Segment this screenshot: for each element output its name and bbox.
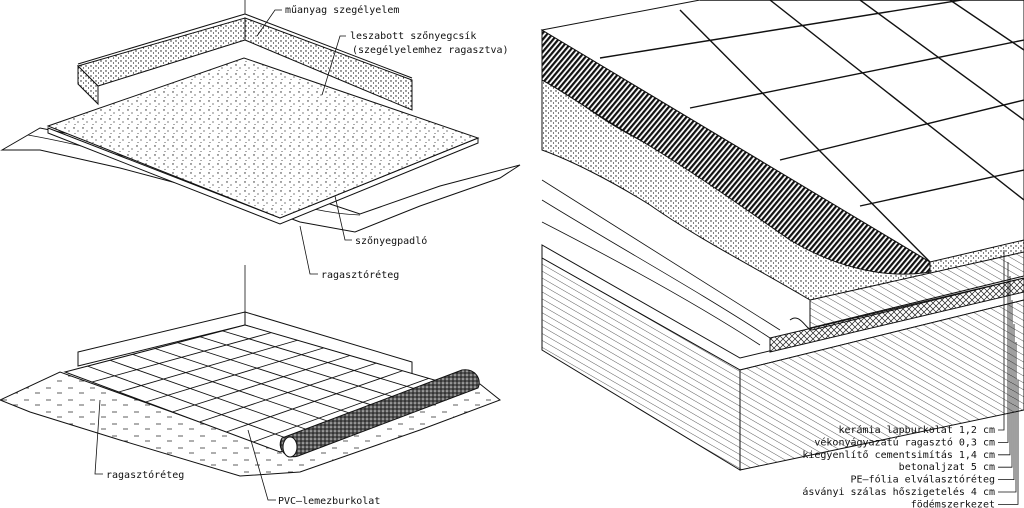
tile-joint [779,99,1024,161]
label-pvc: PVC–lemezburkolat [278,496,380,507]
pvc-grid-line [177,342,390,412]
pvc-grid-line [172,355,351,413]
tile-joint [949,0,1024,51]
layer-label: ásványi szálas hőszigetelés 4 cm [802,486,995,498]
layer-curve-1 [541,179,781,331]
label-plastic-border: műanyag szegélyelem [285,4,399,16]
pvc-tile-grid [87,330,434,445]
thin-adhesive [541,29,931,275]
label-carpet: szőnyegpadló [355,235,427,247]
ceramic-tile-grid [599,0,1024,263]
layer-label: kiegyenlítő cementsimítás 1,4 cm [802,449,995,461]
layer-curve-3 [541,221,761,346]
label-carpet-strip-note: (szegélyelemhez ragasztva) [352,44,509,56]
pvc-grid-line [199,362,377,423]
leader-strip [321,35,346,96]
layer-leader [998,262,1009,443]
layer-leader [998,300,1013,468]
layer-leader [998,342,1017,493]
pvc-roll-end [282,436,298,458]
layer-labels: kerámia lapburkolat 1,2 cmvékonyágyazatú… [802,424,995,508]
layer-label: vékonyágyazatú ragasztó 0,3 cm [814,436,995,448]
leader-adhesive-bottom [94,399,103,475]
tile-joint [679,9,931,263]
pe-foil [789,277,1024,331]
insulation-front [769,277,1024,353]
pvc-grid-line [252,377,429,443]
layer-leader [998,324,1015,481]
label-adhesive-bottom: ragasztóréteg [106,469,184,481]
tile-joint [859,169,1024,207]
layer-label: PE–fólia elválasztóréteg [851,474,996,486]
label-carpet-strip: leszabott szőnyegcsík [350,30,476,42]
tile-joint [769,0,1024,201]
pvc-grid-line [226,370,403,433]
layer-leader [998,380,1019,505]
leader-pvc [247,429,276,501]
slab-side [541,257,741,471]
layer-label: betonaljzat 5 cm [899,462,995,473]
layer-leader [998,250,1005,431]
plastic-border-side [244,17,413,111]
leader-border [256,9,282,37]
layer-curve-2 [541,199,771,339]
leader-adhesive [299,225,318,275]
carpet-surface [46,57,480,219]
tile-joint [689,39,1024,109]
pvc-grid-line [199,336,412,403]
pvc-floor-drawing: ragasztóréteg PVC–lemezburkolat [0,265,501,507]
layer-leader [998,276,1011,456]
border-left-end [77,64,99,106]
border-top-line [77,13,246,65]
layer-label: kerámia lapburkolat 1,2 cm [838,424,995,436]
pvc-grid-line [222,330,434,395]
layer-label: födémszerkezet [911,498,995,508]
ceramic-floor-section: kerámia lapburkolat 1,2 cmvékonyágyazatú… [540,0,1024,508]
leader-carpet [334,195,352,241]
layer-leader-lines [998,250,1019,505]
border-top-line2 [244,13,413,79]
tile-joint [599,0,967,59]
label-adhesive-top: ragasztóréteg [321,269,399,281]
pvc-roll [279,369,480,458]
tile-joint [859,0,1024,121]
carpet-floor-drawing: műanyag szegélyelem leszabott szőnyegcsí… [0,0,521,281]
slab-front [739,299,1024,471]
